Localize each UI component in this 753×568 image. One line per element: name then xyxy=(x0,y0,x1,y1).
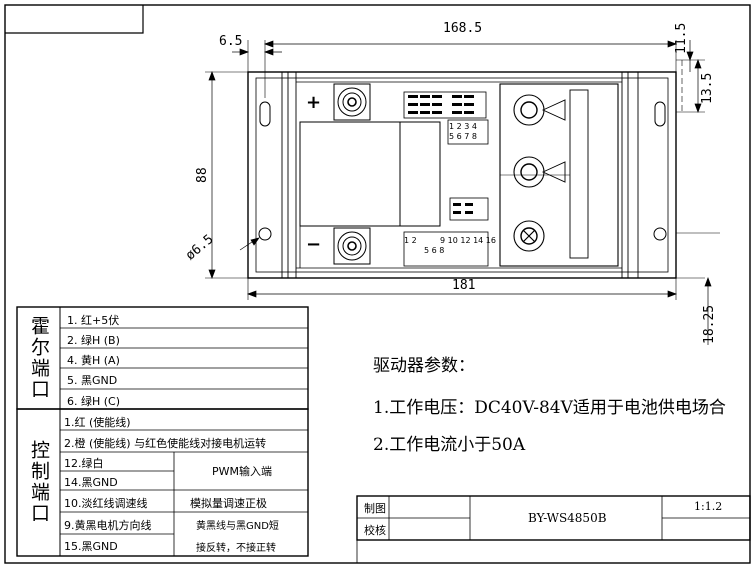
dim-right-mid: 13.5 xyxy=(700,72,715,104)
title-block-grid xyxy=(356,495,751,563)
connector-pads xyxy=(408,95,474,214)
minus-label: − xyxy=(306,234,322,255)
control-note-direction-2: 接反转，不接正转 xyxy=(196,543,276,554)
bottom-pins-b: 5 6 8 xyxy=(424,246,445,255)
control-row: 2.橙 (使能线) 与红色使能线对接电机运转 xyxy=(64,437,267,450)
control-table-grid xyxy=(16,408,309,557)
control-row: 1.红 (使能线) xyxy=(64,416,131,429)
title-scale: 1:1.2 xyxy=(694,500,723,513)
dim-top-width: 168.5 xyxy=(443,21,483,36)
control-row: 15.黑GND xyxy=(64,540,118,553)
dim-right-bottom: 18.25 xyxy=(702,304,717,344)
sheet-frame xyxy=(4,4,751,564)
hall-table-title: 霍尔端口 xyxy=(28,316,50,400)
title-checked-by: 校核 xyxy=(364,524,386,537)
control-row: 10.淡红线调速线 xyxy=(64,497,148,510)
minus-terminal-screw xyxy=(333,227,371,265)
hall-row: 2. 绿H (B) xyxy=(67,334,120,347)
driver-outline xyxy=(247,71,677,279)
params-line-2: 2.工作电流小于50A xyxy=(373,435,526,455)
hall-row: 4. 黄H (A) xyxy=(67,354,120,367)
title-model: BY-WS4850B xyxy=(528,511,607,525)
control-table-title: 控制端口 xyxy=(28,440,50,524)
mini-pin-row-1: 1 2 3 4 xyxy=(449,122,478,131)
phase-terminal-screws xyxy=(513,94,566,252)
corner-box xyxy=(5,5,144,34)
plus-terminal-screw xyxy=(333,83,371,121)
mini-pin-row-2: 5 6 7 8 xyxy=(449,132,478,141)
bottom-pins-a: 1 2 xyxy=(404,236,417,245)
dimension-lines xyxy=(208,40,712,345)
hall-row: 1. 红+5伏 xyxy=(67,314,120,327)
hall-row: 5. 黑GND xyxy=(67,374,118,387)
dim-right-top: 11.5 xyxy=(674,22,689,54)
control-row: 14.黑GND xyxy=(64,476,118,489)
mounting-holes xyxy=(258,101,667,241)
dim-bottom-width: 181 xyxy=(452,278,476,293)
extension-lines xyxy=(205,40,720,300)
control-row: 12.绿白 xyxy=(64,457,104,470)
dim-height: 88 xyxy=(195,167,210,183)
hall-row: 6. 绿H (C) xyxy=(67,395,121,408)
control-note-direction-1: 黄黑线与黑GND短 xyxy=(196,521,279,532)
plus-label: + xyxy=(306,92,322,113)
title-made-by: 制图 xyxy=(364,502,386,515)
control-note-pwm: PWM输入端 xyxy=(212,465,273,478)
params-line-1: 1.工作电压：DC40V-84V适用于电池供电场合 xyxy=(373,398,726,418)
bottom-pins-c: 9 10 12 14 16 xyxy=(440,236,496,245)
control-row: 9.黄黑电机方向线 xyxy=(64,519,152,532)
control-note-analog: 模拟量调速正极 xyxy=(190,497,267,510)
hall-table-grid xyxy=(16,306,309,410)
params-title: 驱动器参数： xyxy=(373,356,475,376)
dim-left-offset: 6.5 xyxy=(219,34,243,49)
